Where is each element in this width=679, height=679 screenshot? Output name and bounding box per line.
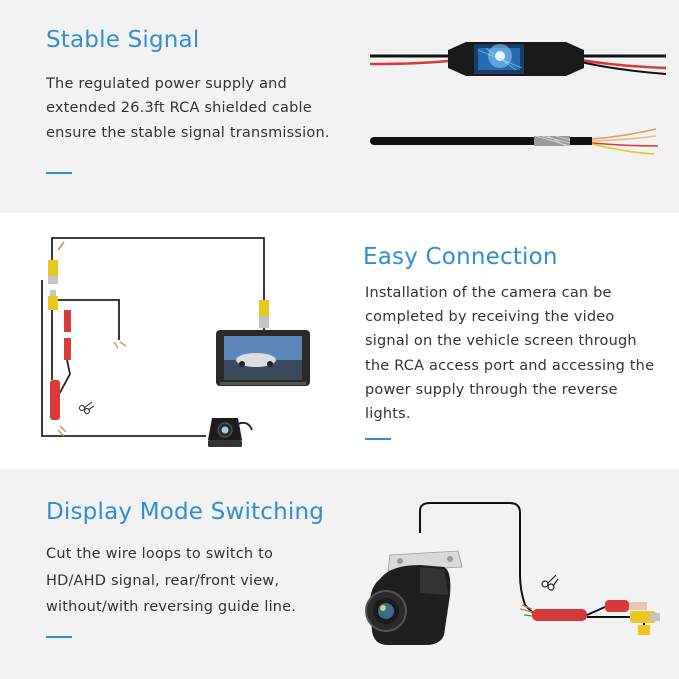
shielded-cable-figure	[369, 42, 666, 155]
shielded-cable-connector-icon	[369, 42, 666, 76]
scissors-icon	[541, 574, 559, 591]
wiring-diagram-icon	[519, 600, 660, 635]
section-stable-signal	[0, 0, 679, 213]
camera-wiring-figure	[365, 502, 660, 645]
stable-signal-description: The regulated power supply and extended …	[46, 72, 330, 145]
stable-signal-accent-line	[46, 172, 72, 174]
easy-connection-line-1: Installation of the camera can be	[365, 285, 612, 301]
display-mode-description: Cut the wire loops to switch to HD/AHD s…	[46, 541, 296, 621]
stable-signal-title: Stable Signal	[46, 27, 200, 53]
stable-signal-line-2: extended 26.3ft RCA shielded cable	[46, 100, 312, 117]
easy-connection-accent-line	[365, 438, 391, 440]
stripped-cable-icon	[370, 128, 659, 155]
easy-connection-line-5: power supply through the reverse	[365, 381, 618, 398]
display-mode-title: Display Mode Switching	[46, 499, 325, 525]
display-mode-accent-line	[46, 636, 72, 638]
section-display-mode	[0, 469, 679, 679]
easy-connection-description: Installation of the camera can be comple…	[365, 281, 654, 426]
car-head-unit-icon	[216, 330, 310, 386]
easy-connection-line-6: lights.	[365, 406, 411, 423]
stable-signal-line-3: ensure the stable signal transmission.	[46, 124, 330, 141]
easy-connection-line-4: the RCA access port and accessing the	[365, 357, 655, 374]
display-mode-line-1: Cut the wire loops to switch to	[46, 546, 274, 562]
wiring-diagram-figure	[41, 237, 310, 447]
backup-camera-icon	[208, 418, 253, 447]
scissors-icon	[79, 401, 95, 414]
backup-camera-icon	[365, 502, 536, 645]
display-mode-line-3: without/with reversing guide line.	[46, 599, 297, 615]
display-mode-line-2: HD/AHD signal, rear/front view,	[46, 572, 280, 589]
section-easy-connection	[0, 213, 679, 469]
easy-connection-line-3: signal on the vehicle screen through	[365, 333, 637, 350]
easy-connection-line-2: completed by receiving the video	[365, 309, 615, 326]
stable-signal-line-1: The regulated power supply and	[46, 76, 287, 92]
easy-connection-title: Easy Connection	[363, 244, 558, 270]
